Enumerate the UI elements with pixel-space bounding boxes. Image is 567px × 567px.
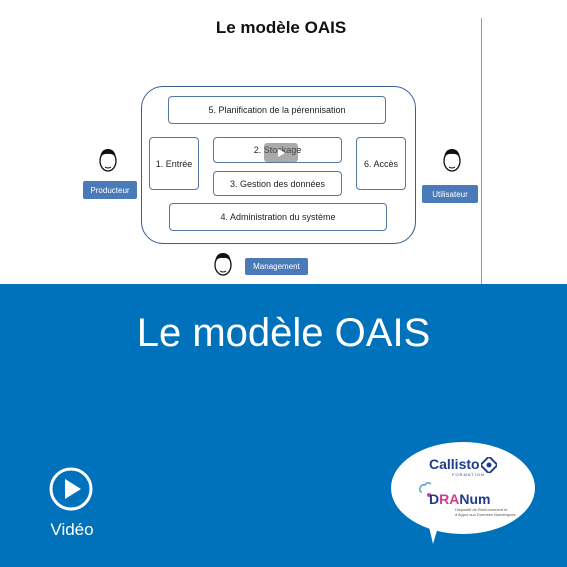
- doranum-logo-text: DRANum: [429, 491, 490, 507]
- role-tag-utilisateur: Utilisateur: [422, 185, 478, 203]
- page-title: Le modèle OAIS: [136, 311, 431, 355]
- box-administration: 4. Administration du système: [169, 203, 387, 231]
- doranum-logo-d: D: [429, 491, 440, 507]
- diagram-title: Le modèle OAIS: [215, 18, 347, 37]
- utilisateur-person-icon: [443, 149, 461, 172]
- doranum-logo-num: Num: [459, 491, 491, 507]
- box-planification: 5. Planification de la pérennisation: [168, 96, 386, 124]
- speech-bubble: [391, 442, 535, 544]
- callisto-emblem-icon: [481, 457, 497, 473]
- box-entree: 1. Entrée: [149, 137, 199, 190]
- video-thumbnail[interactable]: Le modèle OAIS 5. Planification de la pé…: [0, 0, 567, 284]
- management-person-icon: [214, 253, 232, 276]
- role-tag-management: Management: [245, 258, 308, 275]
- cloud-icon: [419, 481, 432, 497]
- producteur-person-icon: [99, 149, 117, 172]
- role-tag-producteur: Producteur: [83, 181, 137, 199]
- oais-system-frame: [141, 86, 416, 244]
- thumbnail-divider: [481, 18, 482, 284]
- box-acces: 6. Accès: [356, 137, 406, 190]
- callisto-logo-text: Callisto: [429, 456, 480, 472]
- play-circle-icon[interactable]: [48, 466, 94, 512]
- video-label[interactable]: Vidéo: [50, 520, 94, 539]
- callisto-logo-subtext: FORMATION: [452, 472, 485, 477]
- doranum-logo-subtext: Dispositif de Renforcement et d'Appui au…: [455, 507, 516, 517]
- doranum-logo-ra: RA: [439, 491, 460, 507]
- box-gestion: 3. Gestion des données: [213, 171, 342, 196]
- thumbnail-play-icon[interactable]: [264, 143, 298, 162]
